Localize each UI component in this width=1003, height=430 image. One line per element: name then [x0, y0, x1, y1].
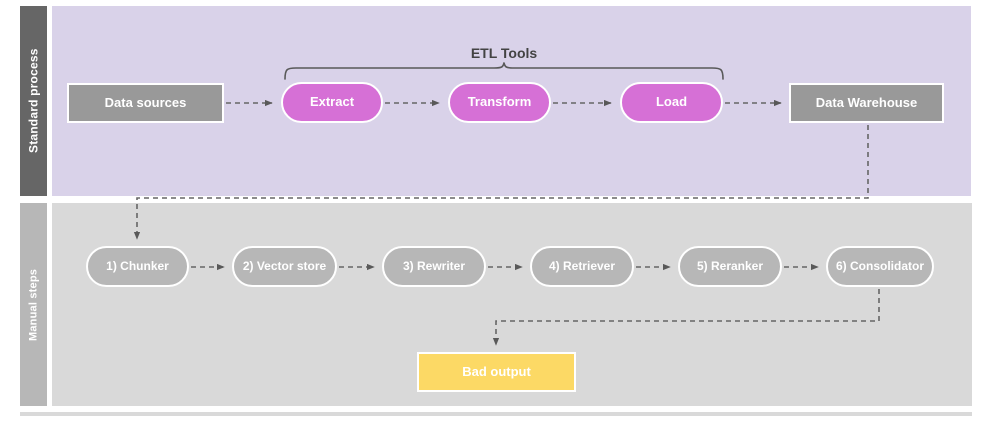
node-bad-output[interactable]: Bad output — [417, 352, 576, 392]
node-data-warehouse[interactable]: Data Warehouse — [789, 83, 944, 123]
node-load[interactable]: Load — [620, 82, 723, 123]
lane-label-manual-steps: Manual steps — [20, 203, 47, 406]
etl-tools-label: ETL Tools — [470, 45, 538, 61]
bottom-divider — [20, 412, 972, 416]
node-chunker[interactable]: 1) Chunker — [86, 246, 189, 287]
node-vector-store[interactable]: 2) Vector store — [232, 246, 337, 287]
node-extract[interactable]: Extract — [281, 82, 383, 123]
node-transform[interactable]: Transform — [448, 82, 551, 123]
node-consolidator[interactable]: 6) Consolidator — [826, 246, 934, 287]
node-rewriter[interactable]: 3) Rewriter — [382, 246, 486, 287]
node-retriever[interactable]: 4) Retriever — [530, 246, 634, 287]
node-data-sources[interactable]: Data sources — [67, 83, 224, 123]
lane-label-standard-process: Standard process — [20, 6, 47, 196]
node-reranker[interactable]: 5) Reranker — [678, 246, 782, 287]
